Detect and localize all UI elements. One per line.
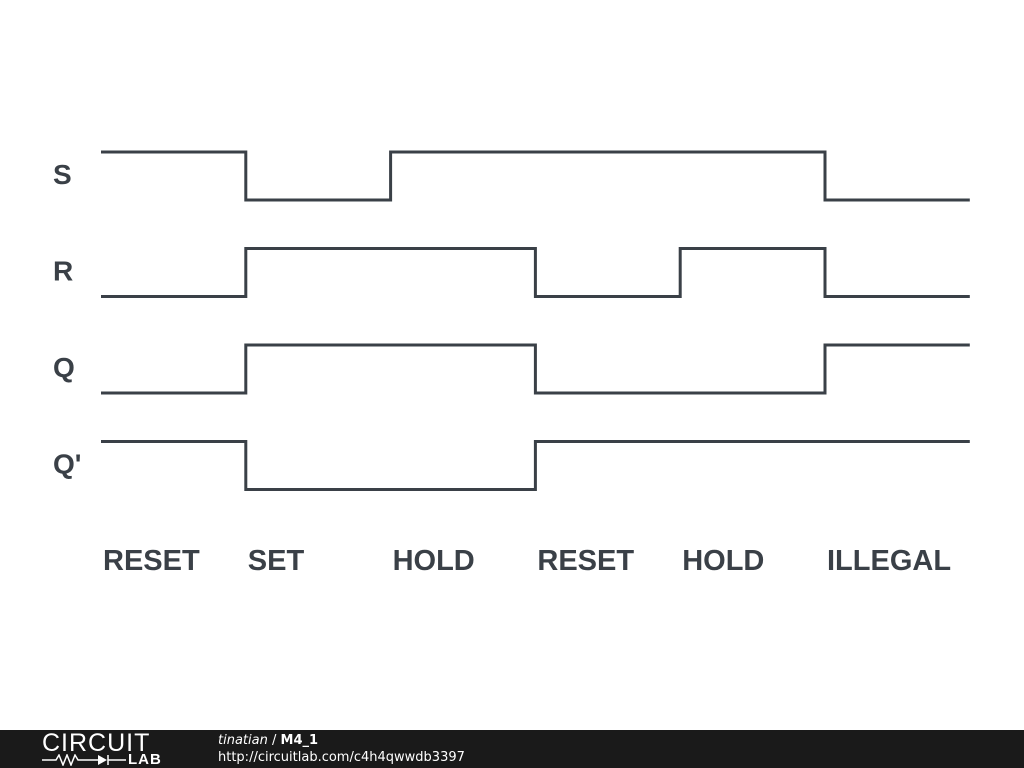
circuit-title[interactable]: M4_1: [280, 733, 319, 748]
circuit-credit: tinatian / M4_1 http://circuitlab.com/c4…: [218, 732, 465, 766]
circuit-url[interactable]: http://circuitlab.com/c4h4qwwdb3397: [218, 750, 465, 765]
state-label-6: ILLEGAL: [827, 545, 951, 577]
logo-text-lab: LAB: [128, 751, 162, 768]
footer-bar: CIRCUIT LAB tinatian / M4_1 http://circu…: [0, 730, 1024, 768]
timing-diagram: S R Q Q' RESET SET HOLD RESET HOLD ILLEGAL: [53, 150, 970, 577]
state-label-2: SET: [248, 545, 305, 577]
waveform-2: [101, 247, 970, 298]
signal-label-2: R: [53, 256, 73, 287]
state-label-4: RESET: [537, 545, 634, 577]
circuitlab-logo[interactable]: CIRCUIT LAB: [42, 730, 182, 768]
waveform-3: [101, 343, 970, 395]
author-link[interactable]: tinatian: [218, 733, 268, 748]
signal-label-3: Q: [53, 352, 75, 383]
signal-label-4: Q': [53, 449, 81, 480]
separator: /: [271, 733, 277, 748]
waveform-1: [101, 150, 970, 202]
state-label-1: RESET: [103, 545, 200, 577]
resistor-diode-icon: [42, 754, 126, 766]
signal-label-1: S: [53, 159, 72, 190]
waveform-4: [101, 440, 970, 491]
state-label-3: HOLD: [393, 545, 475, 577]
state-label-5: HOLD: [682, 545, 764, 577]
author-line: tinatian / M4_1: [218, 732, 465, 749]
logo-text-circuit: CIRCUIT: [42, 729, 151, 757]
